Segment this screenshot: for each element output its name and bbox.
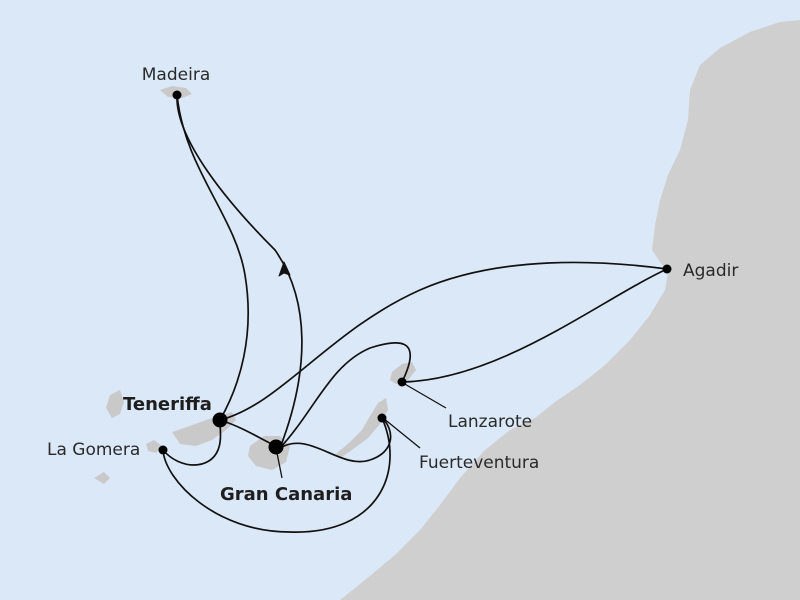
port-marker-la-gomera xyxy=(158,445,168,455)
port-marker-agadir xyxy=(662,264,672,274)
port-label-la-gomera: La Gomera xyxy=(47,440,140,460)
port-label-agadir: Agadir xyxy=(683,261,738,281)
port-marker-madeira xyxy=(172,90,182,100)
leader-fuerteventura xyxy=(382,417,421,449)
route-direction-arrow-icon xyxy=(278,261,291,277)
route-agadir-lanzarote xyxy=(401,268,668,383)
la-palma-island xyxy=(106,390,124,418)
la-gomera-island xyxy=(146,440,162,453)
leader-lanzarote xyxy=(402,382,447,409)
port-label-fuerteventura: Fuerteventura xyxy=(419,453,539,473)
fuerteventura-island xyxy=(336,398,388,458)
port-marker-gran-canaria xyxy=(268,439,284,455)
port-label-madeira: Madeira xyxy=(142,65,210,85)
route-teneriffa-agadir xyxy=(219,261,668,421)
route-fuerteventura-la-gomera xyxy=(162,417,391,533)
route-lanzarote-gran-canaria xyxy=(279,341,412,449)
port-marker-teneriffa xyxy=(212,412,228,428)
port-label-teneriffa: Teneriffa xyxy=(123,394,212,415)
el-hierro-island xyxy=(94,472,110,484)
port-label-lanzarote: Lanzarote xyxy=(448,412,532,432)
port-label-gran-canaria: Gran Canaria xyxy=(220,484,352,505)
route-madeira-gran-canaria xyxy=(176,94,303,449)
lanzarote-island xyxy=(390,362,416,384)
route-madeira-teneriffa xyxy=(176,94,250,421)
route-gran-canaria-fuerteventura xyxy=(279,417,392,463)
route-la-gomera-teneriffa xyxy=(162,419,222,466)
port-marker-lanzarote xyxy=(397,377,407,387)
africa-coastline xyxy=(340,20,800,600)
port-marker-fuerteventura xyxy=(377,413,387,423)
